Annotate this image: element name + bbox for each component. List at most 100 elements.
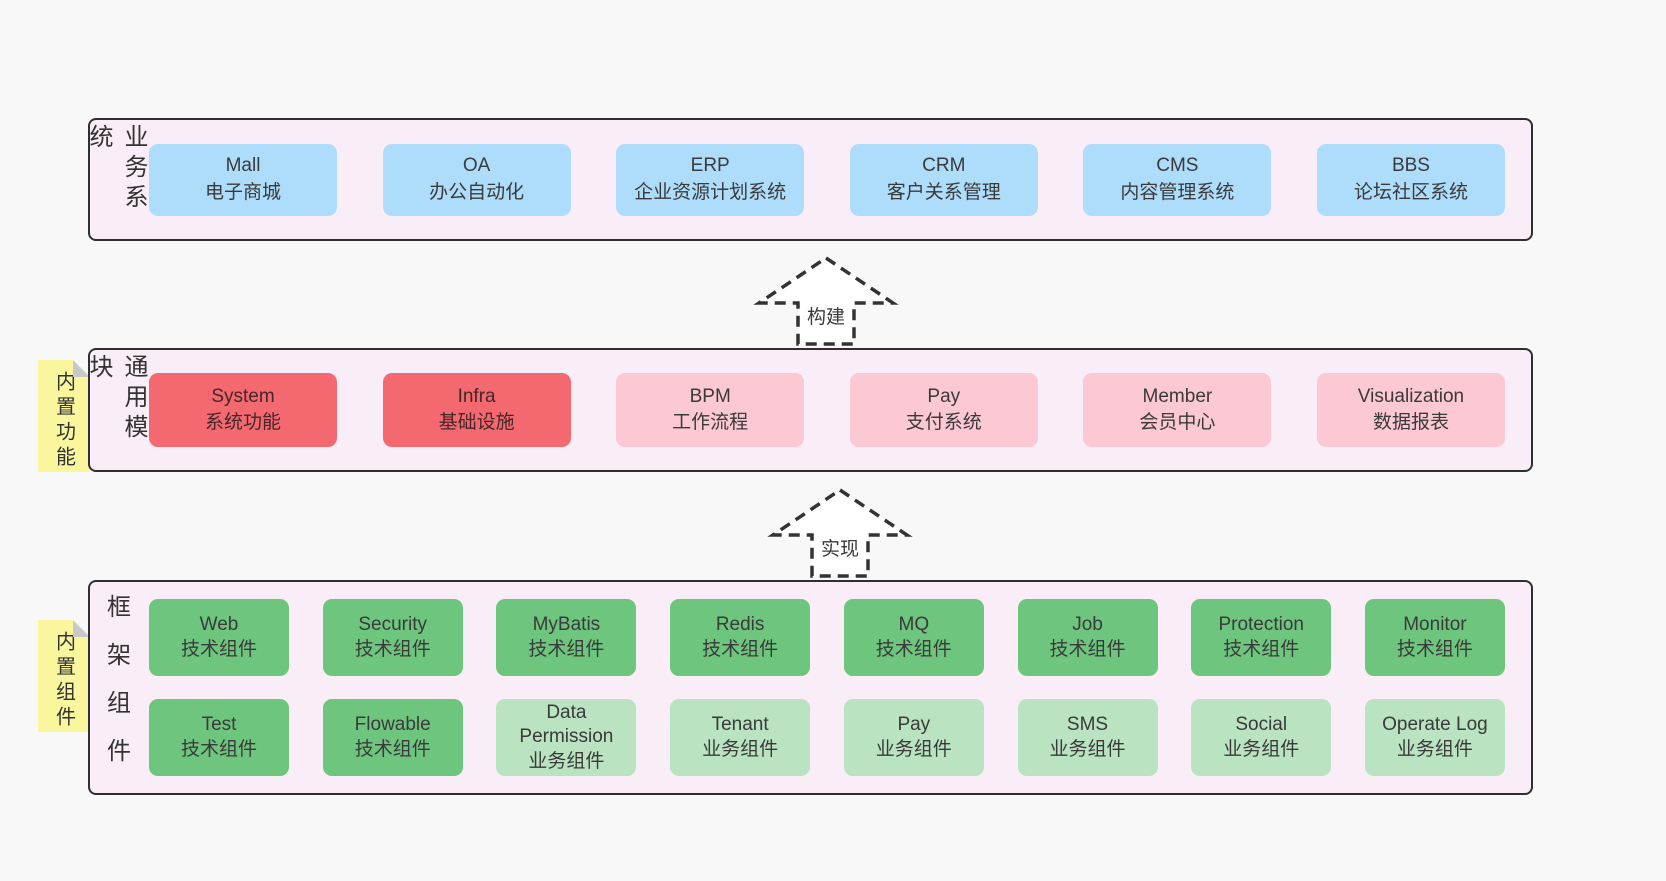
sticky-builtin-features: 内置功能	[38, 360, 90, 472]
box-title: BPM	[689, 385, 731, 407]
box-subtitle: 业务组件	[1049, 738, 1126, 760]
module-boxes-row: System 系统功能 Infra 基础设施 BPM 工作流程 Pay 支付系统…	[142, 350, 1531, 470]
arrow-build-label: 构建	[803, 301, 849, 330]
business-boxes-row: Mall 电子商城 OA 办公自动化 ERP 企业资源计划系统 CRM 客户关系…	[142, 120, 1531, 239]
box-title: Web	[199, 614, 239, 636]
sticky-builtin-components: 内置组件	[38, 620, 90, 732]
box-title: Infra	[457, 385, 496, 407]
box-title: SMS	[1066, 714, 1109, 736]
arrow-implement: 实现	[765, 487, 915, 579]
box-monitor: Monitor 技术组件	[1364, 599, 1505, 676]
box-protection: Protection 技术组件	[1191, 599, 1332, 676]
box-bbs: BBS 论坛社区系统	[1316, 143, 1505, 216]
box-subtitle: 技术组件	[354, 738, 431, 760]
box-subtitle: 基础设施	[438, 412, 515, 433]
box-social: Social 业务组件	[1191, 699, 1332, 776]
box-title: CMS	[1156, 155, 1199, 177]
box-web: Web 技术组件	[149, 599, 289, 676]
box-cms: CMS 内容管理系统	[1083, 143, 1272, 216]
arrow-build: 构建	[751, 255, 901, 347]
box-visualization: Visualization 数据报表	[1316, 373, 1505, 447]
section-label: 通用模块	[85, 354, 147, 444]
section-label: 框架组件	[102, 593, 130, 786]
box-subtitle: 企业资源计划系统	[634, 181, 787, 203]
box-pay-component: Pay 业务组件	[843, 699, 984, 776]
box-tenant: Tenant 业务组件	[670, 699, 811, 776]
box-infra: Infra 基础设施	[382, 373, 571, 447]
box-title: CRM	[922, 155, 966, 177]
box-member: Member 会员中心	[1083, 373, 1272, 447]
box-subtitle: 内容管理系统	[1120, 181, 1235, 203]
box-title: Job	[1072, 614, 1103, 636]
box-title: Data Permission	[519, 702, 614, 748]
box-subtitle: 技术组件	[354, 638, 431, 660]
box-redis: Redis 技术组件	[670, 599, 811, 676]
box-subtitle: 技术组件	[702, 638, 779, 660]
box-crm: CRM 客户关系管理	[849, 143, 1038, 216]
box-system: System 系统功能	[149, 373, 337, 447]
box-mall: Mall 电子商城	[149, 143, 337, 216]
box-subtitle: 业务组件	[875, 738, 952, 760]
framework-row-2: Test 技术组件 Flowable 技术组件 Data Permission …	[149, 699, 1505, 776]
box-security: Security 技术组件	[322, 599, 463, 676]
box-operate-log: Operate Log 业务组件	[1364, 699, 1505, 776]
box-subtitle: 业务组件	[1223, 738, 1300, 760]
box-test: Test 技术组件	[149, 699, 289, 776]
framework-boxes-grid: Web 技术组件 Security 技术组件 MyBatis 技术组件 Redi…	[142, 582, 1531, 793]
box-title: MQ	[898, 614, 930, 636]
box-bpm: BPM 工作流程	[616, 373, 805, 447]
section-business-systems: 业务系统 Mall 电子商城 OA 办公自动化 ERP 企业资源计划系统 CRM…	[85, 118, 1533, 241]
box-subtitle: 技术组件	[180, 738, 257, 760]
box-subtitle: 数据报表	[1372, 412, 1449, 433]
box-subtitle: 工作流程	[672, 412, 749, 433]
box-title: ERP	[690, 155, 730, 177]
box-subtitle: 技术组件	[1049, 638, 1126, 660]
box-subtitle: 技术组件	[875, 638, 952, 660]
box-subtitle: 业务组件	[1396, 738, 1473, 760]
box-subtitle: 客户关系管理	[886, 181, 1001, 203]
box-title: Visualization	[1357, 385, 1465, 407]
sticky-label: 内置功能	[52, 371, 75, 471]
sticky-label: 内置组件	[52, 631, 75, 731]
box-pay-system: Pay 支付系统	[849, 373, 1038, 447]
box-title: Redis	[715, 614, 765, 636]
box-subtitle: 论坛社区系统	[1353, 181, 1468, 203]
box-mq: MQ 技术组件	[843, 599, 984, 676]
box-title: Social	[1235, 714, 1288, 736]
section-common-modules: 通用模块 System 系统功能 Infra 基础设施 BPM 工作流程 Pay…	[85, 348, 1533, 472]
box-subtitle: 会员中心	[1139, 412, 1216, 433]
box-subtitle: 支付系统	[905, 412, 982, 433]
section-label: 业务系统	[85, 124, 147, 214]
box-subtitle: 电子商城	[204, 181, 281, 203]
box-title: OA	[462, 155, 491, 177]
box-data-permission: Data Permission 业务组件	[496, 699, 637, 776]
box-title: MyBatis	[532, 614, 601, 636]
box-title: Tenant	[711, 714, 769, 736]
box-subtitle: 业务组件	[702, 738, 779, 760]
box-title: Test	[201, 714, 237, 736]
box-subtitle: 技术组件	[180, 638, 257, 660]
box-title: Protection	[1218, 614, 1304, 636]
box-title: Pay	[927, 385, 961, 407]
section-framework-components: 框架组件 Web 技术组件 Security 技术组件 MyBatis 技术组件…	[88, 580, 1533, 795]
box-title: Member	[1142, 385, 1213, 407]
box-subtitle: 技术组件	[1396, 638, 1473, 660]
arrow-implement-label: 实现	[817, 533, 863, 562]
box-title: Monitor	[1403, 614, 1467, 636]
box-title: System	[211, 385, 275, 407]
box-subtitle: 业务组件	[528, 750, 605, 772]
box-title: Operate Log	[1382, 714, 1488, 736]
box-mybatis: MyBatis 技术组件	[496, 599, 637, 676]
framework-row-1: Web 技术组件 Security 技术组件 MyBatis 技术组件 Redi…	[149, 599, 1505, 676]
box-subtitle: 办公自动化	[429, 181, 525, 203]
box-title: Mall	[225, 155, 261, 177]
box-subtitle: 技术组件	[528, 638, 605, 660]
box-subtitle: 系统功能	[204, 412, 281, 433]
box-title: Security	[358, 614, 428, 636]
box-oa: OA 办公自动化	[382, 143, 571, 216]
box-title: BBS	[1391, 155, 1430, 177]
box-title: Flowable	[354, 714, 431, 736]
box-erp: ERP 企业资源计划系统	[616, 143, 805, 216]
box-subtitle: 技术组件	[1223, 638, 1300, 660]
box-flowable: Flowable 技术组件	[322, 699, 463, 776]
